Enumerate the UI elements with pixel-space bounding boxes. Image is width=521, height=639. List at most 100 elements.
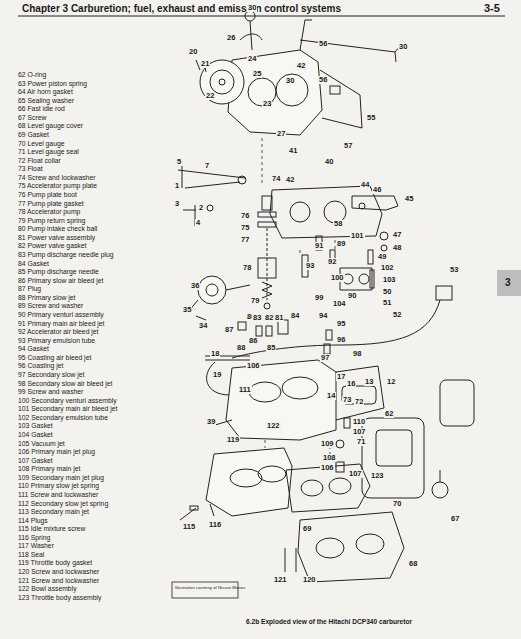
parts-list-entry: 91 Primary main air bleed jet [18,321,105,328]
callout-number: 62 [384,410,394,418]
callout-number: 56 [318,76,328,84]
callout-number: 99 [314,294,324,302]
callout-number: 68 [408,560,418,568]
parts-list-entry: 87 Plug [18,286,41,293]
parts-list-entry: 108 Primary main jet [18,466,80,473]
parts-list-entry: 84 Gasket [18,261,49,268]
parts-list-entry: 88 Primary slow jet [18,295,75,302]
page-number: 3-5 [484,3,500,14]
callout-number: 52 [392,311,402,319]
parts-list-entry: 69 Gasket [18,132,49,139]
callout-number: 69 [302,525,312,533]
parts-list-entry: 78 Accelerator pump [18,209,80,216]
parts-list-entry: 114 Plugs [18,518,48,525]
parts-list-entry: 120 Screw and lockwasher [18,569,99,576]
parts-list-entry: 90 Primary venturi assembly [18,312,104,319]
callout-number: 87 [224,326,234,334]
callout-number: 97 [320,354,330,362]
parts-list-entry: 70 Level gauge [18,141,65,148]
callout-number: 116 [208,521,222,529]
callout-number: 53 [449,266,459,274]
parts-list-entry: 86 Primary slow air bleed jet [18,278,103,285]
callout-number: 93 [305,262,315,270]
callout-number: 90 [347,292,357,300]
parts-list-entry: 104 Gasket [18,432,53,439]
parts-list-entry: 123 Throttle body assembly [18,595,101,602]
callout-number: 100 [330,274,345,282]
callout-number: 56 [318,40,328,48]
callout-number: 22 [205,92,215,100]
parts-list-entry: 115 Idle mixture screw [18,526,86,533]
callout-number: 16 [346,380,356,388]
callout-number: 72 [354,398,364,406]
callout-number: 102 [380,264,395,272]
parts-list-entry: 102 Secondary emulsion tube [18,415,108,422]
callout-number: 18 [210,350,220,358]
parts-list-entry: 72 Float collar [18,158,61,165]
callout-number: 75 [240,224,250,232]
callout-number: 106 [320,464,335,472]
callout-number: 120 [302,576,317,584]
parts-list-entry: 96 Coasting jet [18,363,63,370]
chapter-tab: 3 [505,278,511,288]
parts-list-entry: 80 Pump intake check ball [18,226,97,233]
parts-list-entry: 62 O-ring [18,72,46,79]
callout-number: 108 [322,454,337,462]
callout-number: 48 [392,244,402,252]
callout-number: 50 [382,288,392,296]
callout-number: 45 [404,195,414,203]
callout-number: 12 [386,378,396,386]
callout-number: 110 [352,418,366,426]
callout-number: 24 [247,55,257,63]
chapter-heading: Chapter 3 Carburetion; fuel, exhaust and… [22,4,341,14]
callout-number: 1 [174,182,180,190]
parts-list-entry: 93 Primary emulsion tube [18,338,95,345]
callout-number: 30 [247,4,257,12]
callout-number: 74 [271,175,281,183]
callout-number: 25 [252,70,262,78]
parts-list-entry: 100 Secondary venturi assembly [18,398,117,405]
parts-list-entry: 74 Screw and lockwasher [18,175,95,182]
callout-number: 67 [450,515,460,523]
parts-list-entry: 111 Screw and lockwasher [18,492,98,499]
parts-list-entry: 85 Pump discharge needle [18,269,99,276]
callout-number: 70 [392,500,402,508]
parts-list-entry: 117 Washer [18,543,54,550]
callout-number: 2 [198,204,204,212]
callout-number: 101 [350,232,365,240]
parts-list-entry: 106 Primary main jet plug [18,449,95,456]
parts-list-entry: 65 Sealing washer [18,98,74,105]
callout-number: 3 [174,200,180,208]
callout-number: 123 [370,472,385,480]
credit-note: Illustration courtesy of Nissan Motors [175,586,245,590]
callout-number: 13 [364,378,374,386]
parts-list-entry: 64 Air horn gasket [18,89,73,96]
callout-number: 58 [333,220,343,228]
callout-number: 83 [252,314,262,322]
callout-number: 115 [182,523,196,531]
callout-number: 119 [226,436,240,444]
callout-number: 109 [320,440,335,448]
parts-list-entry: 103 Gasket [18,423,53,430]
parts-list-entry: 118 Seal [18,552,44,559]
parts-list-entry: 77 Pump plate gasket [18,201,84,208]
callout-number: 76 [240,212,250,220]
callout-number: 47 [392,231,402,239]
callout-number: 42 [296,62,306,70]
callout-number: 57 [343,142,353,150]
callout-number: 42 [285,176,295,184]
callout-number: 71 [356,438,366,446]
parts-list-entry: 76 Pump plate boot [18,192,77,199]
callout-number: 30 [398,43,408,51]
parts-list-entry: 116 Spring [18,535,50,542]
callout-number: 36 [190,282,200,290]
callout-number: 104 [332,300,347,308]
callout-number: 19 [212,371,222,379]
parts-list-entry: 79 Pump return spring [18,218,85,225]
callout-number: 21 [200,60,210,68]
callout-number: 122 [266,422,281,430]
callout-number: 79 [250,297,260,305]
callout-number: 51 [382,299,392,307]
parts-list-entry: 97 Secondary slow jet [18,372,85,379]
callout-number: 92 [327,258,337,266]
